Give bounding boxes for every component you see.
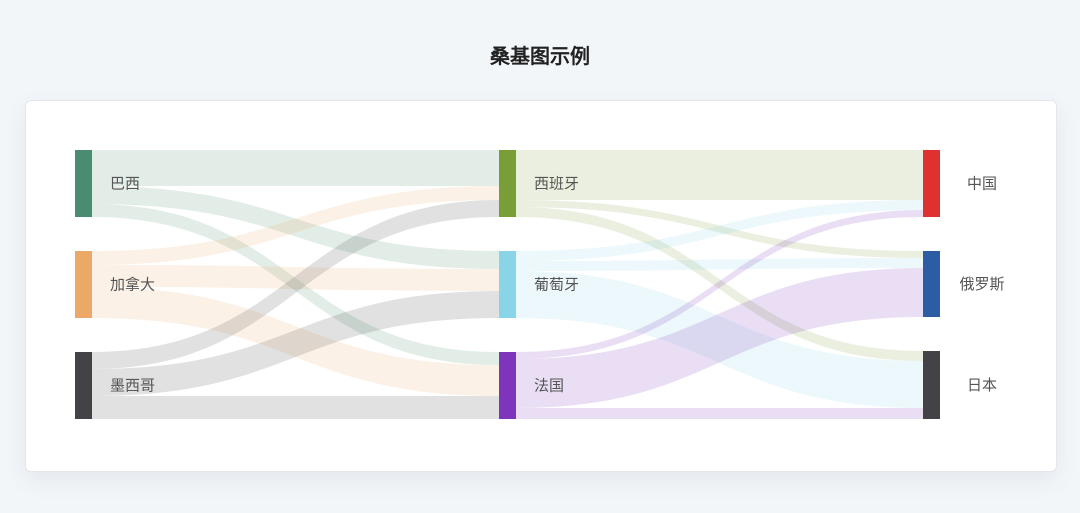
sankey-link-10[interactable]	[516, 200, 923, 258]
sankey-node[interactable]	[923, 251, 940, 317]
sankey-link-7[interactable]	[92, 291, 499, 396]
page-title: 桑基图示例	[490, 44, 590, 68]
sankey-link-1[interactable]	[92, 186, 499, 269]
sankey-link-3[interactable]	[92, 186, 499, 265]
sankey-node[interactable]	[923, 150, 940, 217]
node-label: 葡萄牙	[534, 276, 579, 294]
sankey-node[interactable]	[75, 352, 92, 419]
node-label: 日本	[967, 376, 997, 394]
node-label: 法国	[534, 377, 564, 395]
node-label: 西班牙	[534, 175, 579, 193]
sankey-node[interactable]	[923, 351, 940, 419]
sankey-link-13[interactable]	[516, 258, 923, 271]
sankey-link-14[interactable]	[516, 271, 923, 408]
sankey-link-8[interactable]	[92, 396, 499, 419]
node-label: 巴西	[110, 175, 140, 193]
sankey-link-9[interactable]	[516, 150, 923, 200]
sankey-node[interactable]	[499, 251, 516, 318]
sankey-link-6[interactable]	[92, 200, 499, 369]
node-label: 俄罗斯	[959, 275, 1004, 293]
sankey-link-16[interactable]	[516, 268, 923, 408]
sankey-node[interactable]	[499, 352, 516, 419]
sankey-link-2[interactable]	[92, 204, 499, 365]
sankey-link-4[interactable]	[92, 265, 499, 291]
node-label: 墨西哥	[110, 377, 155, 395]
sankey-link-11[interactable]	[516, 207, 923, 361]
sankey-node[interactable]	[75, 150, 92, 217]
sankey-node[interactable]	[499, 150, 516, 217]
node-label: 加拿大	[110, 276, 155, 294]
sankey-link-12[interactable]	[516, 200, 923, 261]
sankey-link-0[interactable]	[92, 150, 499, 186]
sankey-link-5[interactable]	[92, 287, 499, 396]
chart-card	[25, 100, 1057, 472]
sankey-link-17[interactable]	[516, 408, 923, 419]
sankey-link-15[interactable]	[516, 210, 923, 359]
sankey-node[interactable]	[75, 251, 92, 318]
node-label: 中国	[967, 175, 997, 193]
